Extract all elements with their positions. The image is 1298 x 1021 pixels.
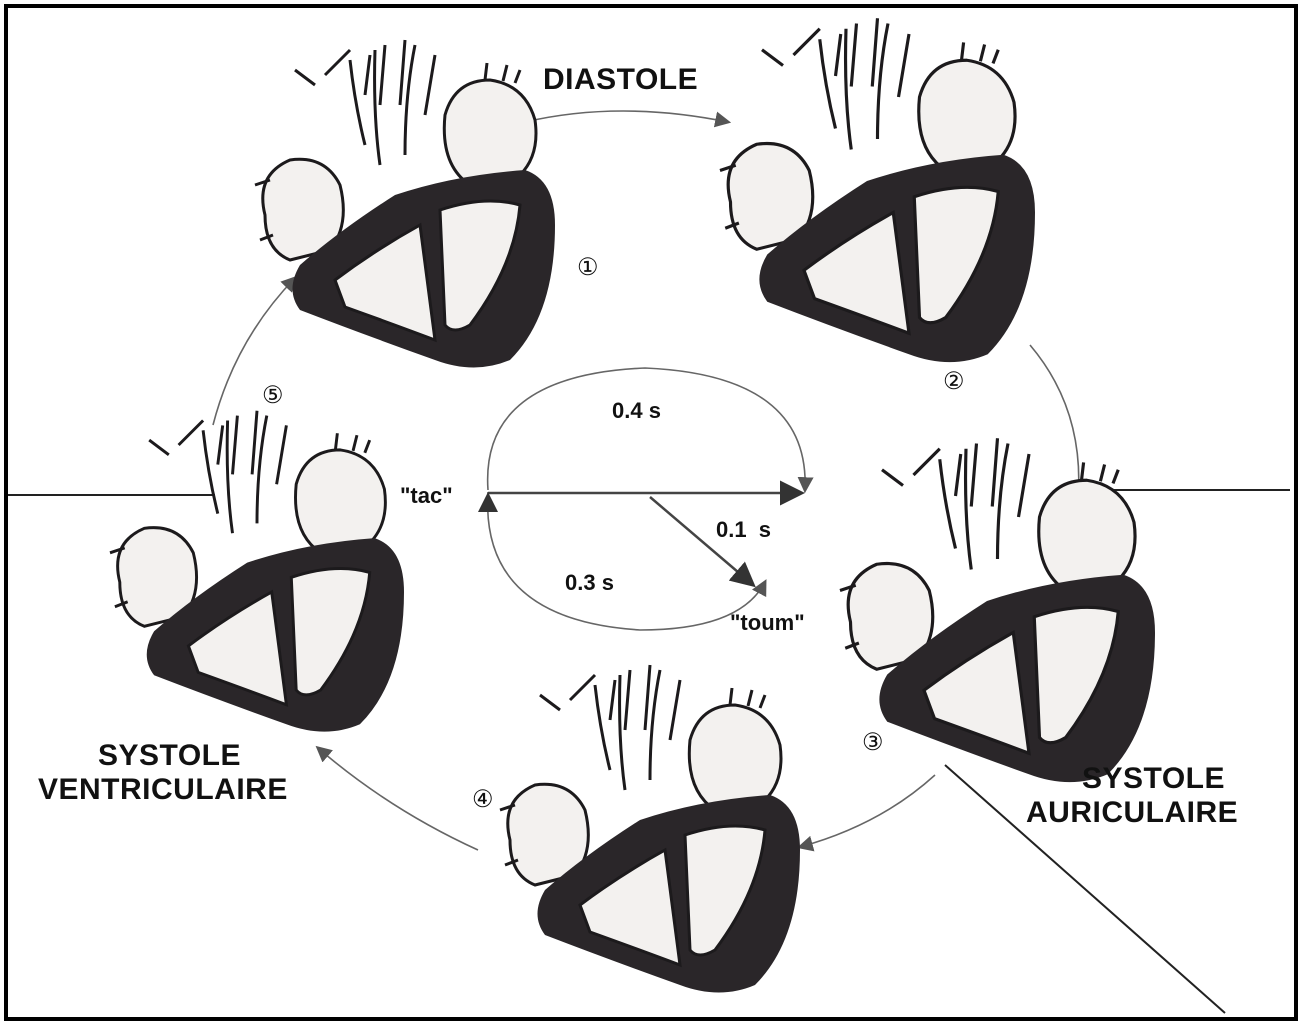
duration-right: 0.1 s [716, 517, 771, 542]
label-systole-auricular-1: SYSTOLE [1082, 762, 1225, 795]
sound-toum: "toum" [730, 610, 805, 635]
timing-arc-top [488, 368, 806, 490]
arrow-4-to-5 [318, 748, 478, 850]
stage-number-5: ⑤ [262, 383, 284, 409]
heart-stage-1 [255, 40, 555, 368]
duration-top: 0.4 s [612, 398, 661, 423]
label-diastole: DIASTOLE [543, 63, 698, 96]
duration-bottom: 0.3 s [565, 570, 614, 595]
heart-stage-5 [110, 411, 404, 732]
stage-number-4: ④ [472, 787, 494, 813]
arrow-3-to-4 [800, 775, 935, 847]
stage-number-1: ① [577, 255, 599, 281]
stage-number-2: ② [943, 369, 965, 395]
label-systole-ventricular-2: VENTRICULAIRE [38, 773, 288, 806]
label-systole-ventricular-1: SYSTOLE [98, 739, 241, 772]
heart-stage-3 [840, 438, 1155, 782]
sound-tac: "tac" [400, 483, 453, 508]
arrow-2-to-3 [1030, 345, 1079, 500]
label-systole-auricular-2: AURICULAIRE [1026, 796, 1238, 829]
heart-stage-2 [720, 18, 1035, 362]
arrow-1-to-2 [525, 111, 728, 122]
heart-stage-4 [500, 665, 800, 993]
stage-number-3: ③ [862, 730, 884, 756]
